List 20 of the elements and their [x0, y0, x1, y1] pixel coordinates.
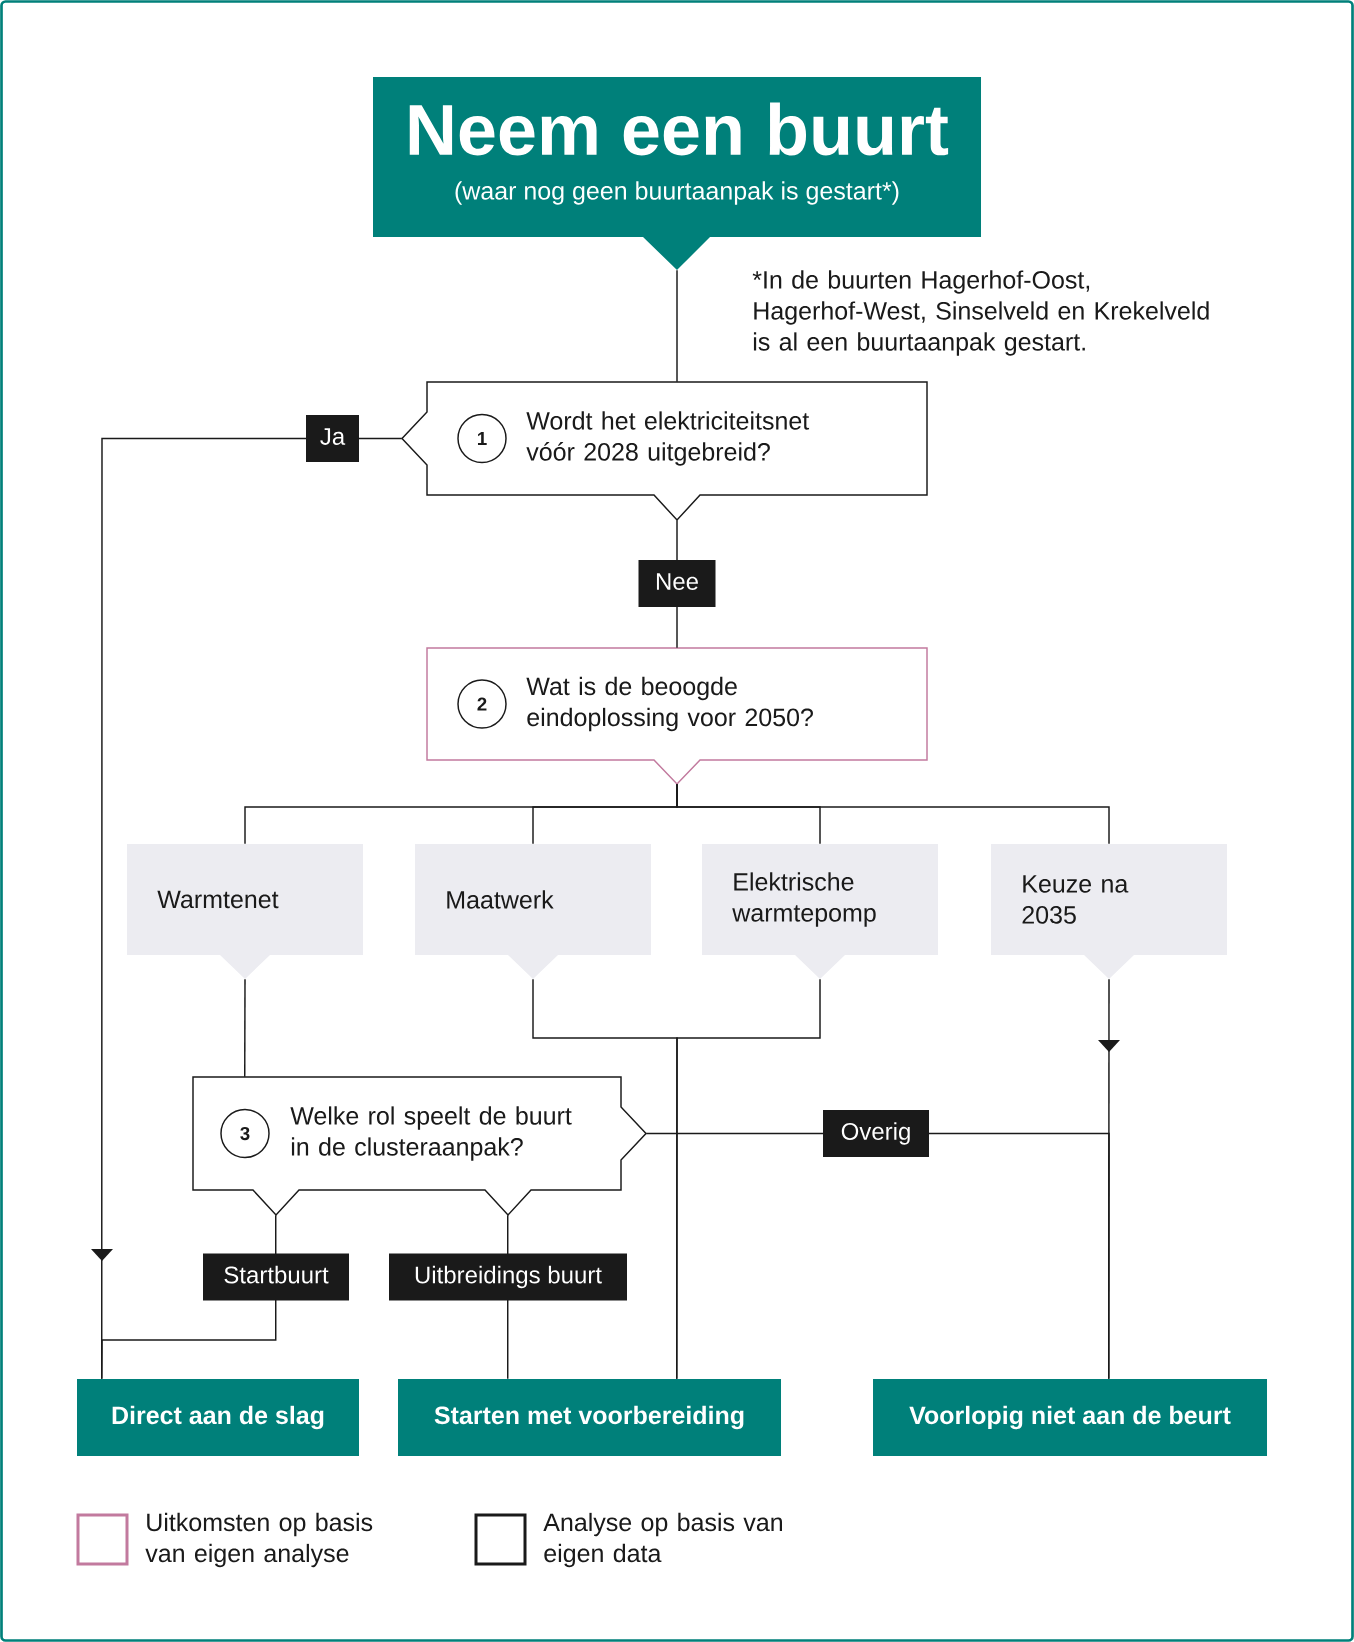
legend-text: Analyse op basis van eigen data: [543, 1512, 782, 1568]
edge-label: Uitbreidings buurt: [389, 1253, 627, 1301]
legend-text: Uitkomsten op basis van eigen analyse: [145, 1512, 373, 1568]
option-box: Maatwerk: [415, 844, 651, 979]
edge-label: Overig: [823, 1110, 929, 1157]
option-box: Elektrische warmtepomp: [702, 844, 938, 979]
edge-label: Ja: [306, 415, 359, 462]
outcome-box: Starten met voorbereiding: [398, 1379, 781, 1456]
edge-label: Nee: [638, 560, 716, 607]
edge-label: Startbuurt: [203, 1253, 349, 1301]
connector-line: [244, 978, 246, 1078]
outcome-box: Direct aan de slag: [77, 1379, 359, 1456]
title-box: Neem een buurt (waar nog geen buurtaanpak is gestart*): [373, 77, 981, 270]
connector-line: [676, 269, 678, 383]
connector-line: [676, 978, 821, 1380]
outcome-box: Voorlopig niet aan de beurt: [873, 1379, 1267, 1456]
option-box: Keuze na 2035: [991, 844, 1227, 979]
option-box: Warmtenet: [127, 844, 363, 979]
connector-line: [676, 783, 1110, 845]
footnote: *In de buurten Hagerhof-Oost, Hagerhof-West, Sinselveld en Krekelveld is al een buurtaanpak gestart.: [752, 270, 1209, 356]
